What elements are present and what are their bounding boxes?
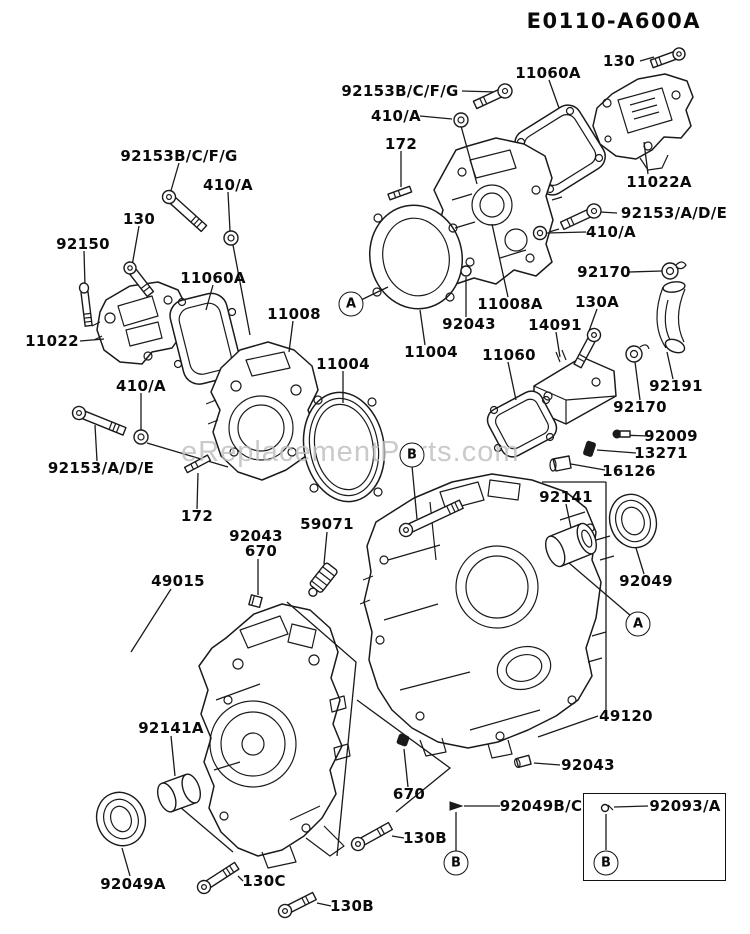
oring-670 [397, 734, 410, 747]
crankcase-49120 [360, 474, 614, 758]
part-number-label: 130 [122, 210, 156, 228]
cover-11022 [92, 282, 186, 364]
part-number-label: 130C [242, 872, 286, 890]
gasket-11004-right [360, 197, 472, 318]
part-number-label: 11022 [25, 332, 79, 350]
screw-92049BC [450, 802, 462, 810]
part-number-label: 92153/A/D/E [47, 459, 155, 477]
plug-92043-bottom [514, 755, 531, 768]
part-number-label: 11008 [267, 305, 321, 323]
part-number-label: 92170 [577, 263, 631, 281]
assembly-callout: A [625, 611, 651, 637]
clamp-92170-lower [626, 345, 649, 362]
part-number-label: 11060A [180, 269, 246, 287]
nut-410A-left [224, 231, 238, 245]
part-number-label: 410/A [586, 223, 636, 241]
crankcase-49015 [199, 604, 350, 868]
part-number-label: 92009 [644, 427, 698, 445]
plug-16126 [550, 456, 571, 471]
part-number-label: 49120 [599, 707, 653, 725]
part-number-label: 11004 [316, 355, 370, 373]
case-half-11008 [206, 342, 318, 480]
part-number-label: 11008A [477, 295, 543, 313]
bushing-92141A [154, 772, 204, 815]
part-number-label: 92141A [138, 719, 204, 737]
gasket-11004-left [295, 386, 393, 508]
hose-92191 [657, 281, 687, 356]
leader-lines [80, 57, 673, 906]
part-number-label: 92043 [561, 756, 615, 774]
part-number-label: 670 [392, 785, 426, 803]
part-number-label: 92153B/C/F/G [341, 82, 459, 100]
nut-410A-right [534, 227, 547, 240]
assembly-callout: B [593, 850, 619, 876]
assembly-callout: A [338, 291, 364, 317]
gasket-11060 [483, 387, 560, 461]
nut-92043-top [461, 266, 471, 276]
screw-92009 [613, 430, 630, 438]
nut-410A-top [454, 113, 468, 127]
part-number-label: 92150 [56, 235, 110, 253]
part-number-label: 410/A [116, 377, 166, 395]
assembly-callout: B [443, 850, 469, 876]
part-number-label: 14091 [528, 316, 582, 334]
part-number-label: 172 [384, 135, 418, 153]
part-number-label: 172 [180, 507, 214, 525]
assembly-callout: B [399, 442, 425, 468]
part-number-label: 130A [574, 293, 620, 311]
part-number-label: 670 [244, 542, 278, 560]
part-number-label: 410/A [203, 176, 253, 194]
part-number-label: 130B [330, 897, 374, 915]
seal-92049A [89, 785, 153, 852]
part-number-label: 92093/A [649, 797, 721, 815]
part-number-label: 11004 [404, 343, 458, 361]
pin-13271 [583, 441, 596, 457]
part-number-label: 92191 [649, 377, 703, 395]
part-number-label: 92141 [539, 488, 593, 506]
head-cover-11022A [593, 74, 693, 170]
page-title: E0110-A600A [526, 9, 701, 33]
part-number-label: 130B [403, 829, 447, 847]
part-number-label: 92049B/C [499, 797, 583, 815]
cylinder-assy-11008A [434, 138, 562, 284]
part-number-label: 59071 [300, 515, 354, 533]
part-number-label: 92049 [619, 572, 673, 590]
part-number-label: 92043 [442, 315, 496, 333]
part-number-label: 49015 [151, 572, 205, 590]
seal-92049 [603, 488, 663, 554]
part-number-label: 16126 [602, 462, 656, 480]
part-number-label: 92170 [613, 398, 667, 416]
part-number-label: 13271 [634, 444, 688, 462]
part-number-label: 92043 [229, 527, 283, 545]
part-number-label: 11022A [626, 173, 692, 191]
reference-box [583, 793, 726, 881]
fasteners [71, 46, 687, 919]
screw-92093A [602, 805, 614, 812]
part-number-label: 92153/A/D/E [620, 204, 728, 222]
part-number-label: 92049A [100, 875, 166, 893]
bushing-92141 [542, 521, 600, 569]
plug-92043-670 [249, 595, 262, 608]
clamp-92170-top [662, 262, 686, 279]
spring-59071 [304, 562, 338, 600]
part-number-label: 11060A [515, 64, 581, 82]
nut-410A-mid [134, 430, 148, 444]
part-number-label: 130 [602, 52, 636, 70]
part-number-label: 92153B/C/F/G [120, 147, 238, 165]
part-number-label: 410/A [371, 107, 421, 125]
part-number-label: 11060 [482, 346, 536, 364]
